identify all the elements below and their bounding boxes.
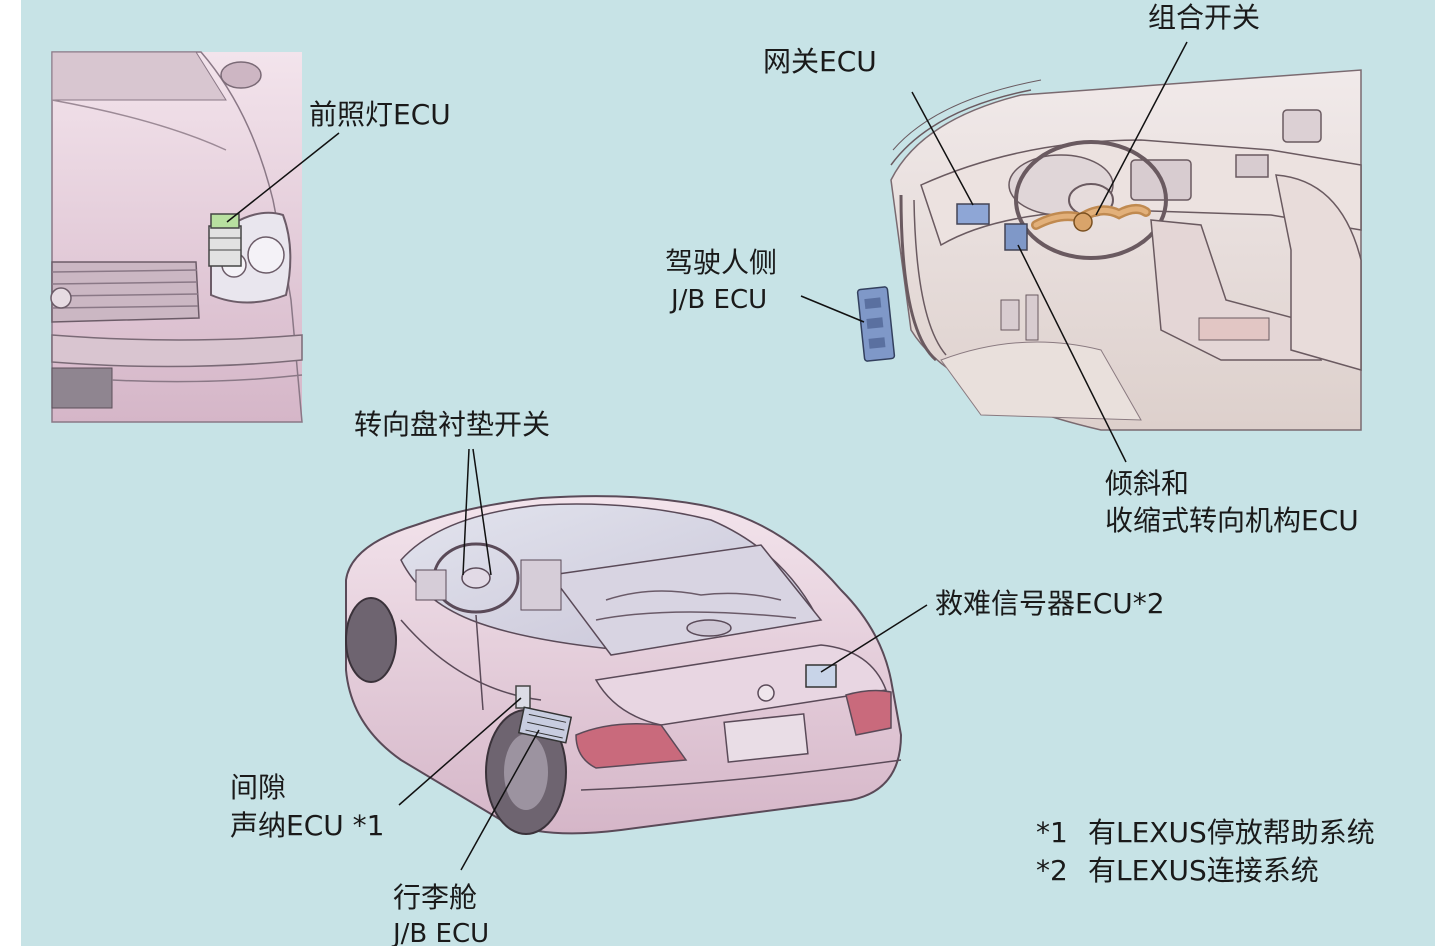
tilt-ecu-label-line1: 倾斜和 (1105, 466, 1189, 502)
driver-jb-label-line1: 驾驶人侧 (665, 245, 777, 281)
gateway-ecu-label: 网关ECU (763, 44, 877, 80)
headlight-ecu-unit (209, 214, 241, 266)
tilt-ecu-label-line2: 收缩式转向机构ECU (1105, 503, 1359, 539)
tilt-steering-ecu-unit (1005, 224, 1027, 250)
clearance-sonar-ecu-unit (516, 686, 530, 708)
combination-switch-label: 组合开关 (1148, 0, 1260, 36)
front-car-view (51, 52, 339, 422)
gateway-ecu-unit (957, 204, 989, 224)
headlight-ecu-label: 前照灯ECU (309, 97, 451, 133)
driver-side-jb-ecu-unit (857, 287, 894, 362)
rear-car-view (346, 449, 927, 870)
sonar-ecu-label-line2: 声纳ECU *1 (230, 808, 384, 844)
luggage-jb-label-line2: J/B ECU (393, 916, 489, 946)
interior-view (801, 42, 1361, 462)
distress-ecu-label: 救难信号器ECU*2 (935, 586, 1165, 622)
driver-jb-label-line2: J/B ECU (671, 282, 767, 318)
distress-signal-ecu-unit (806, 665, 836, 687)
steering-pad-switch-label: 转向盘衬垫开关 (354, 407, 550, 443)
luggage-jb-label-line1: 行李舱 (393, 880, 477, 916)
sonar-ecu-label-line1: 间隙 (230, 770, 286, 806)
driver-jb-leader (801, 296, 864, 322)
diagram-canvas: 前照灯ECU 网关ECU 组合开关 驾驶人侧 J/B ECU 倾斜和 收缩式转向… (21, 0, 1435, 946)
